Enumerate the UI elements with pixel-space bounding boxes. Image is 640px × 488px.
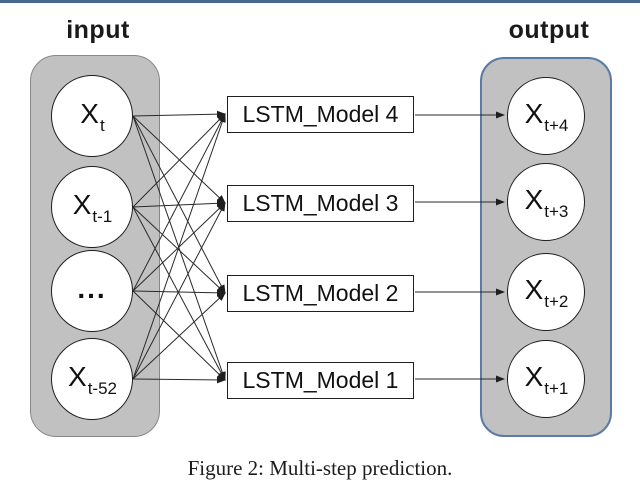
output-node-xt3: Xt+3 (507, 163, 585, 241)
lstm-model-1-box: LSTM_Model 1 (227, 362, 414, 399)
output-node-xt2-label: Xt+2 (524, 273, 569, 312)
output-node-xt4: Xt+4 (507, 77, 585, 155)
input-node-xt-52-label: Xt-52 (68, 360, 117, 399)
lstm-model-3-box: LSTM_Model 3 (227, 185, 414, 222)
lstm-model-4-box: LSTM_Model 4 (227, 96, 414, 133)
lstm-model-3-label: LSTM_Model 3 (242, 190, 399, 216)
input-node-xt-1-label: Xt-1 (72, 188, 113, 227)
output-node-xt4-label: Xt+4 (524, 97, 569, 136)
lstm-model-4-label: LSTM_Model 4 (242, 101, 399, 127)
input-node-xt-52: Xt-52 (51, 338, 133, 420)
input-node-ellipsis: ... (51, 250, 133, 332)
model-to-output-arrows (415, 111, 505, 383)
input-to-model-fan (132, 110, 226, 384)
top-rule-divider (0, 0, 640, 3)
lstm-model-2-box: LSTM_Model 2 (227, 275, 414, 312)
figure-caption: Figure 2: Multi-step prediction. (187, 456, 453, 480)
input-node-xt-1: Xt-1 (51, 166, 133, 248)
output-node-xt3-label: Xt+3 (524, 183, 569, 222)
input-node-ellipsis-label: ... (77, 272, 107, 304)
input-column-label: input (66, 16, 130, 44)
output-node-xt2: Xt+2 (507, 253, 585, 331)
input-node-xt: Xt (51, 75, 133, 157)
output-column-label: output (508, 16, 590, 44)
input-node-xt-label: Xt (80, 97, 105, 136)
output-node-xt1-label: Xt+1 (524, 360, 569, 399)
lstm-model-2-label: LSTM_Model 2 (242, 280, 399, 306)
output-node-xt1: Xt+1 (507, 340, 585, 418)
lstm-model-1-label: LSTM_Model 1 (242, 367, 399, 393)
